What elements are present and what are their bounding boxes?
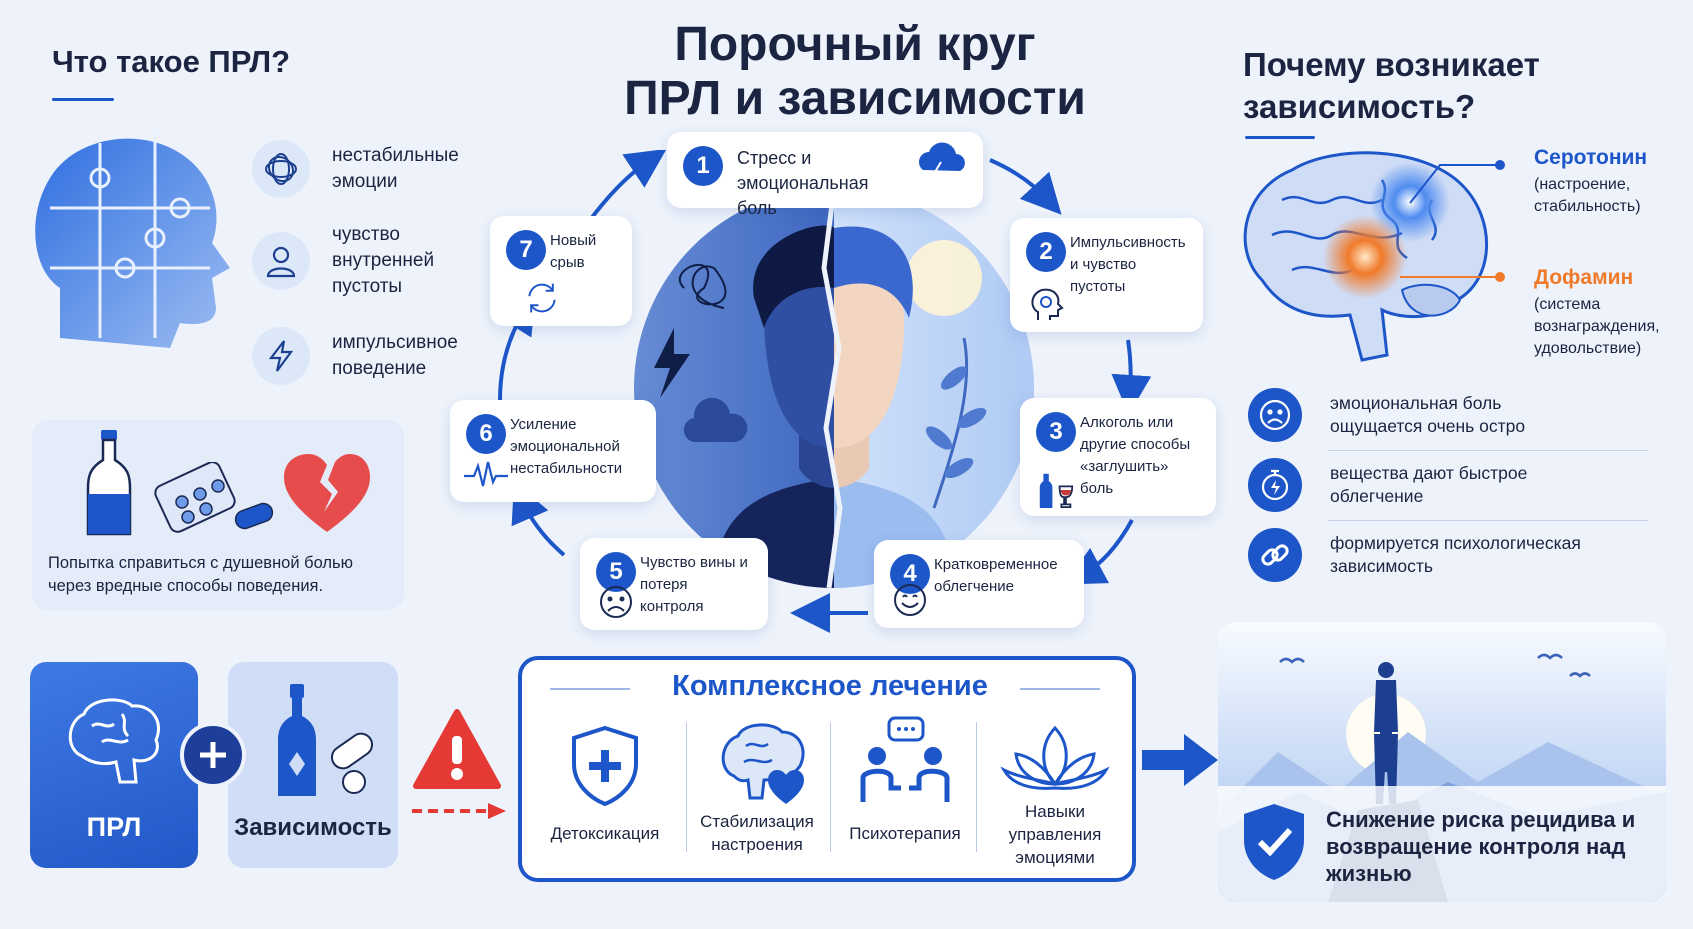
sad-face-icon	[1248, 388, 1302, 442]
serotonin-label: Серотонин (настроение, стабильность)	[1534, 146, 1648, 215]
head-icon	[1031, 288, 1064, 320]
tangled-lines-icon	[252, 140, 310, 198]
treatment-title-line-right	[1020, 688, 1100, 690]
lightning-icon	[252, 327, 310, 385]
treatment-emotion-skills: Навыки управления эмоциями	[1008, 802, 1102, 867]
right-item-psychological-dependence: формируется психологическая зависимость	[1248, 528, 1648, 582]
sad-face-icon	[600, 586, 632, 618]
prl-label: ПРЛ	[86, 812, 142, 842]
cycle-step-3: 3 Алкоголь или другие способы «заглушить…	[1020, 398, 1216, 516]
cycle-step-1: 1 Стресс и эмоциональная боль	[667, 132, 983, 218]
pulse-icon	[464, 461, 508, 487]
person-outline-icon	[252, 232, 310, 290]
brain-illustration	[1243, 151, 1489, 362]
right-separator-1	[1328, 450, 1648, 451]
right-item-fast-relief: вещества дают быстрое облегчение	[1248, 458, 1648, 512]
right-heading: Почему возникает зависимость?	[1243, 46, 1540, 125]
dashed-arrow	[412, 803, 506, 819]
bottle-icon	[86, 430, 132, 536]
treatment-separator-1	[686, 722, 687, 852]
cycle-step-4: 4 Кратковременное облегчение	[874, 540, 1084, 628]
cycle-step-2: 2 Импульсивность и чувство пустоты	[1010, 218, 1203, 332]
left-item-inner-emptiness: чувство внутренней пустоты	[252, 222, 452, 300]
addiction-label: Зависимость	[234, 814, 392, 841]
cycle-step-5: 5 Чувство вины и потеря контроля	[580, 538, 768, 630]
cycle-step-7: 7 Новый срыв	[490, 216, 632, 326]
bottle-pills-icon	[278, 684, 374, 796]
smile-icon	[894, 584, 926, 616]
bottle-glass-icon	[1039, 473, 1074, 508]
main-title: Порочный круг ПРЛ и зависимости	[624, 18, 1086, 125]
coping-card: Попытка справиться с душевной болью чере…	[32, 420, 404, 610]
treatment-title-line-left	[550, 688, 630, 690]
coping-text: Попытка справиться с душевной болью чере…	[48, 554, 354, 595]
right-separator-2	[1328, 520, 1648, 521]
treatment-separator-3	[976, 722, 977, 852]
left-item-impulsive-behavior: импульсивное поведение	[252, 327, 472, 385]
treatment-separator-2	[830, 722, 831, 852]
shield-plus-icon	[572, 725, 638, 807]
outcome-arrow	[1142, 734, 1218, 786]
broken-heart-icon	[284, 454, 370, 532]
left-heading-underline	[52, 98, 114, 101]
right-item-emotional-pain: эмоциональная боль ощущается очень остро	[1248, 388, 1648, 442]
storm-cloud-icon	[919, 142, 965, 180]
right-heading-underline	[1245, 136, 1315, 139]
prl-card: ПРЛ	[30, 662, 198, 868]
left-item-unstable-emotions: нестабильные эмоции	[252, 140, 472, 198]
plus-icon	[180, 722, 246, 788]
outcome-card: Снижение риска рецидива и возвращение ко…	[1218, 622, 1666, 902]
brain-icon	[68, 698, 160, 784]
cycle-step-6: 6 Усиление эмоциональной нестабильности	[450, 400, 656, 502]
lotus-icon	[1000, 725, 1110, 790]
dopamine-label: Дофамин (система вознаграждения, удоволь…	[1534, 266, 1660, 357]
treatment-mood-stabilization: Стабилизация настроения	[700, 812, 814, 854]
cycle-illustration	[634, 188, 1034, 588]
brain-heart-icon	[721, 723, 805, 804]
treatment-title: Комплексное лечение	[672, 670, 988, 702]
addiction-card: Зависимость	[228, 662, 398, 868]
cycle-arrows	[497, 150, 1152, 633]
outcome-text: Снижение риска рецидива и возвращение ко…	[1326, 807, 1636, 886]
treatment-detox: Детоксикация	[550, 824, 660, 843]
puzzle-head-illustration	[20, 118, 240, 358]
warning-icon	[413, 709, 501, 789]
stopwatch-icon	[1248, 458, 1302, 512]
left-heading: Что такое ПРЛ?	[52, 44, 291, 79]
treatment-psychotherapy: Психотерапия	[849, 824, 961, 843]
cycle-arrows-icon	[528, 283, 556, 313]
chain-link-icon	[1248, 528, 1302, 582]
psychotherapy-icon	[860, 716, 950, 802]
pills-icon	[154, 462, 274, 533]
shield-check-icon	[1244, 804, 1304, 880]
brain-pointer-lines	[1400, 160, 1505, 282]
